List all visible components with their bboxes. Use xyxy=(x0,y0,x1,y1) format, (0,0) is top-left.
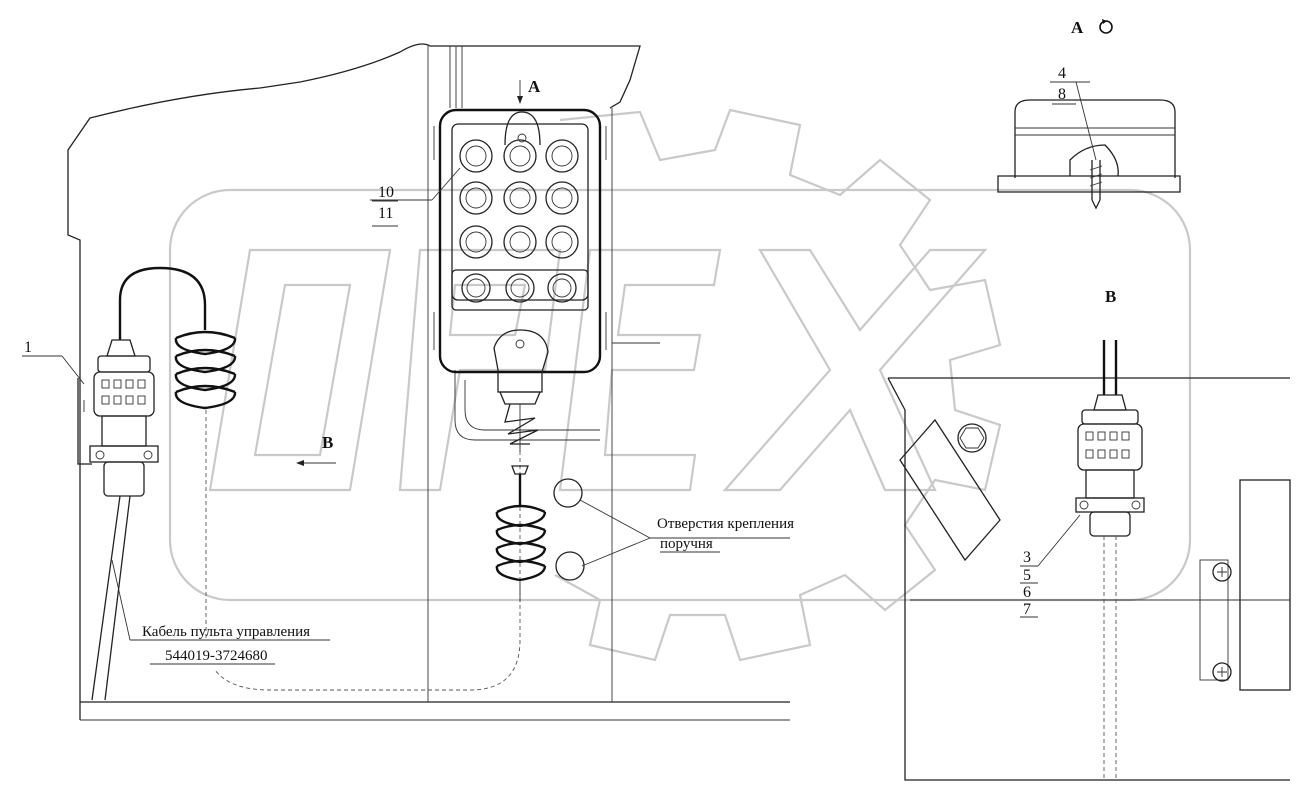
position-1: 1 xyxy=(24,339,32,356)
cable-note-line1: Кабель пульта управления xyxy=(142,624,310,640)
position-4: 4 xyxy=(1058,65,1066,82)
left-connector xyxy=(77,266,207,701)
view-b-detail xyxy=(887,340,1291,781)
mounting-holes xyxy=(553,478,651,581)
watermark-letters xyxy=(208,248,988,492)
position-3: 3 xyxy=(1023,549,1031,566)
labels: A A B B 1 4 8 10 11 3 5 6 7 Отверстия кр… xyxy=(24,18,1116,664)
watermark xyxy=(168,108,1192,662)
position-5: 5 xyxy=(1023,567,1031,584)
position-7: 7 xyxy=(1023,601,1031,618)
leader-lines xyxy=(22,81,1097,641)
view-b-arrow-label: B xyxy=(322,433,333,452)
panel-outline xyxy=(67,43,790,721)
view-a-title: A xyxy=(1071,18,1084,37)
view-arrows xyxy=(296,80,523,466)
holes-note-line2: поручня xyxy=(660,536,713,552)
control-pendant xyxy=(433,108,607,452)
label-underlines xyxy=(150,81,1076,665)
position-10: 10 xyxy=(378,184,394,201)
coiled-cable-left xyxy=(174,330,237,640)
view-a-detail xyxy=(997,99,1181,210)
view-b-title: B xyxy=(1105,287,1116,306)
view-a-arrow-label: A xyxy=(528,77,541,96)
rotation-icon xyxy=(1099,19,1113,34)
position-8: 8 xyxy=(1058,86,1066,103)
position-6: 6 xyxy=(1023,584,1031,601)
pendant-buttons xyxy=(459,139,579,303)
position-11: 11 xyxy=(378,205,393,222)
holes-note-line1: Отверстия крепления xyxy=(657,516,794,532)
cable-note-line2: 544019-3724680 xyxy=(165,648,268,664)
coiled-cable-center xyxy=(495,465,547,602)
